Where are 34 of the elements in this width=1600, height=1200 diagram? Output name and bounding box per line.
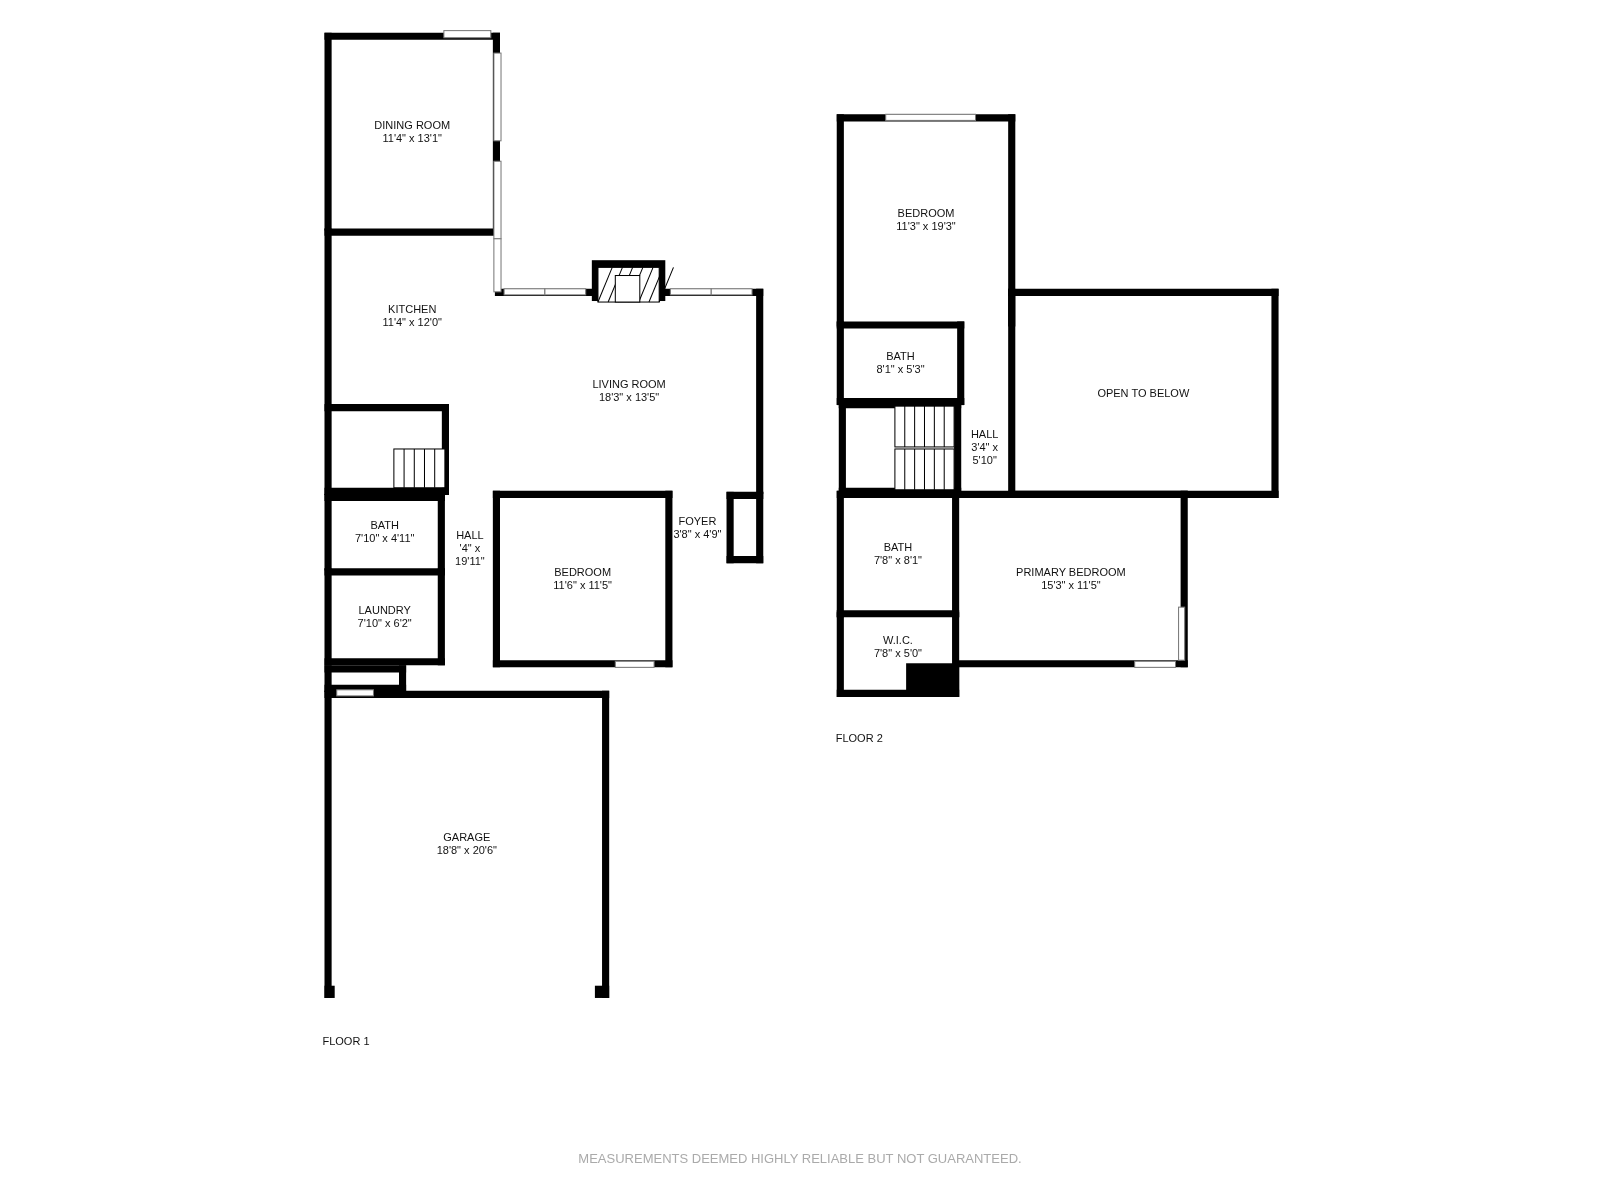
room-dimensions: 15'3" x 11'5" (1041, 579, 1101, 593)
room-dimensions: '4" x 19'11" (454, 542, 486, 569)
room-dimensions: 8'1" x 5'3" (876, 363, 925, 377)
room-name: LIVING ROOM (592, 378, 666, 392)
room-dimensions: 3'4" x 5'10" (970, 441, 1000, 468)
room-name: HALL (456, 529, 484, 543)
room-name: BEDROOM (897, 207, 955, 221)
room-dimensions: 7'10" x 4'11" (354, 532, 415, 546)
room-name: OPEN TO BELOW (1097, 386, 1190, 400)
room-dimensions: 7'8" x 5'0" (873, 646, 922, 660)
room-name: BATH (883, 541, 913, 555)
room-name: DINING ROOM (374, 118, 451, 132)
room-dimensions: 11'6" x 11'5" (553, 579, 612, 593)
room-dimensions: 18'8" x 20'6" (436, 844, 497, 858)
room-name: PRIMARY BEDROOM (1016, 566, 1126, 580)
room-name: BEDROOM (554, 566, 612, 580)
room-name: KITCHEN (388, 303, 437, 317)
room-dimensions: 11'4" x 12'0" (382, 316, 442, 330)
room-name: BATH (370, 519, 399, 533)
room-dimensions: 11'3" x 19'3" (896, 220, 956, 234)
room-name: FOYER (678, 514, 717, 528)
disclaimer-note: MEASUREMENTS DEEMED HIGHLY RELIABLE BUT NOT GUARANTEED. (578, 1151, 1022, 1166)
room-dimensions: 11'4" x 13'1" (382, 131, 442, 145)
floor-label: FLOOR 2 (835, 731, 883, 744)
room-dimensions: 7'8" x 8'1" (873, 554, 922, 568)
room-name: GARAGE (443, 831, 491, 845)
room-name: LAUNDRY (358, 603, 411, 617)
room-dimensions: 18'3" x 13'5" (598, 391, 660, 405)
room-name: BATH (886, 350, 915, 364)
room-name: W.I.C. (882, 633, 913, 647)
floor-label: FLOOR 1 (322, 1034, 370, 1047)
room-name: HALL (970, 428, 999, 442)
room-dimensions: 3'8" x 4'9" (673, 527, 722, 541)
room-dimensions: 7'10" x 6'2" (357, 616, 412, 630)
